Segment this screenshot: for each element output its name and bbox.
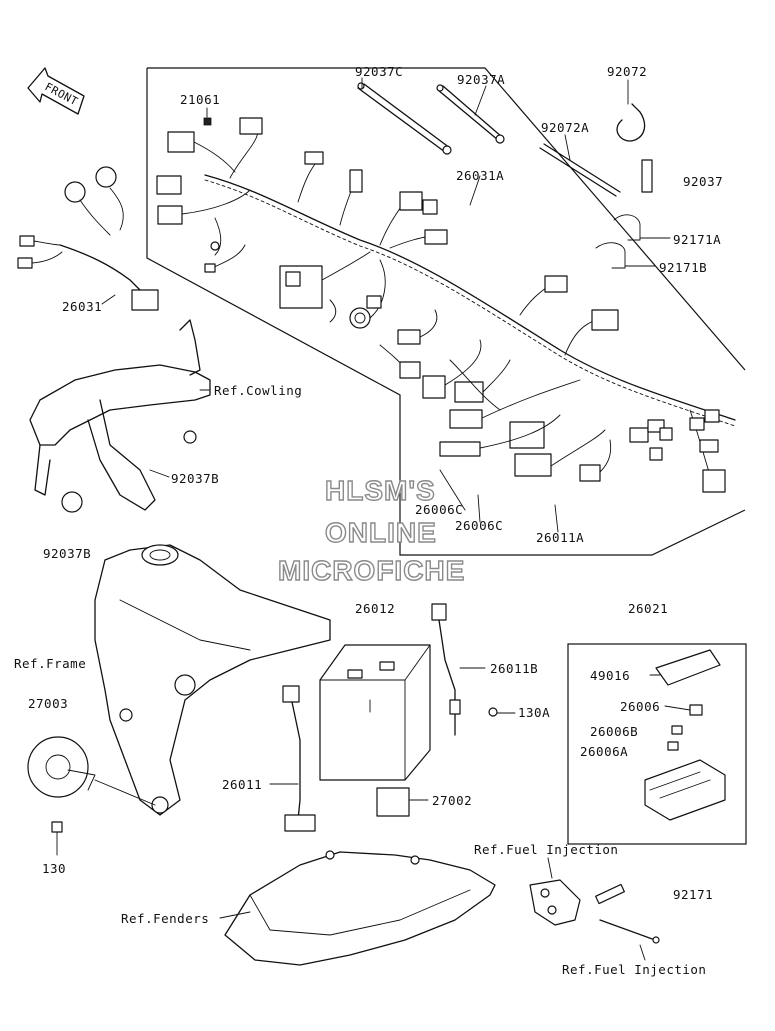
label-26011: 26011: [222, 777, 262, 792]
ecu-callout-box: [567, 643, 747, 845]
label-27003: 27003: [28, 696, 68, 711]
cowling-bracket: [29, 319, 211, 513]
label-130a: 130A: [518, 705, 550, 720]
label-92171a: 92171A: [673, 232, 721, 247]
ties-and-bands: [539, 79, 671, 269]
label-92072a: 92072A: [541, 120, 589, 135]
label-ref-fuel-injection-2: Ref.Fuel Injection: [562, 962, 706, 977]
label-92171: 92171: [673, 887, 713, 902]
label-92072: 92072: [607, 64, 647, 79]
label-ref-frame: Ref.Frame: [14, 656, 86, 671]
label-ref-fenders: Ref.Fenders: [121, 911, 209, 926]
label-27002: 27002: [432, 793, 472, 808]
rear-fender: [224, 850, 496, 966]
sub-harness-26031: [17, 166, 159, 311]
label-26006b: 26006B: [590, 724, 638, 739]
horn-27003: [27, 736, 156, 856]
label-26021: 26021: [628, 601, 668, 616]
watermark-line3: MICROFICHE: [278, 555, 465, 586]
label-92171b: 92171B: [659, 260, 707, 275]
label-26012: 26012: [355, 601, 395, 616]
main-wiring-harness: [156, 117, 736, 493]
label-92037c: 92037C: [355, 64, 403, 79]
label-ref-fuel-injection-1: Ref.Fuel Injection: [474, 842, 618, 857]
label-26011a: 26011A: [536, 530, 584, 545]
ecu-inset-parts: [644, 649, 726, 821]
watermark-line2: ONLINE: [325, 517, 437, 548]
fuse-21061: [203, 117, 212, 126]
battery-26012: [319, 644, 431, 781]
clamp-straps: [357, 77, 505, 155]
label-26006: 26006: [620, 699, 660, 714]
label-26031: 26031: [62, 299, 102, 314]
label-130: 130: [42, 861, 66, 876]
front-arrow-icon: FRONT: [27, 67, 85, 115]
label-26006c-2: 26006C: [455, 518, 503, 533]
frame-section: [94, 544, 331, 816]
fuel-injection-sensor: [529, 857, 660, 961]
label-26006a: 26006A: [580, 744, 628, 759]
relay-27002: [376, 787, 410, 817]
label-26031a: 26031A: [456, 168, 504, 183]
label-49016: 49016: [590, 668, 630, 683]
label-92037b-1: 92037B: [171, 471, 219, 486]
battery-cables: [282, 603, 498, 832]
label-92037b-2: 92037B: [43, 546, 91, 561]
watermark-line1: HLSM'S: [325, 475, 436, 506]
label-ref-cowling: Ref.Cowling: [214, 383, 302, 398]
label-92037: 92037: [683, 174, 723, 189]
label-26011b: 26011B: [490, 661, 538, 676]
label-21061: 21061: [180, 92, 220, 107]
harness-callout-box: [146, 67, 746, 556]
leader-lines: [101, 175, 691, 919]
label-26006c-1: 26006C: [415, 502, 463, 517]
label-92037a: 92037A: [457, 72, 505, 87]
